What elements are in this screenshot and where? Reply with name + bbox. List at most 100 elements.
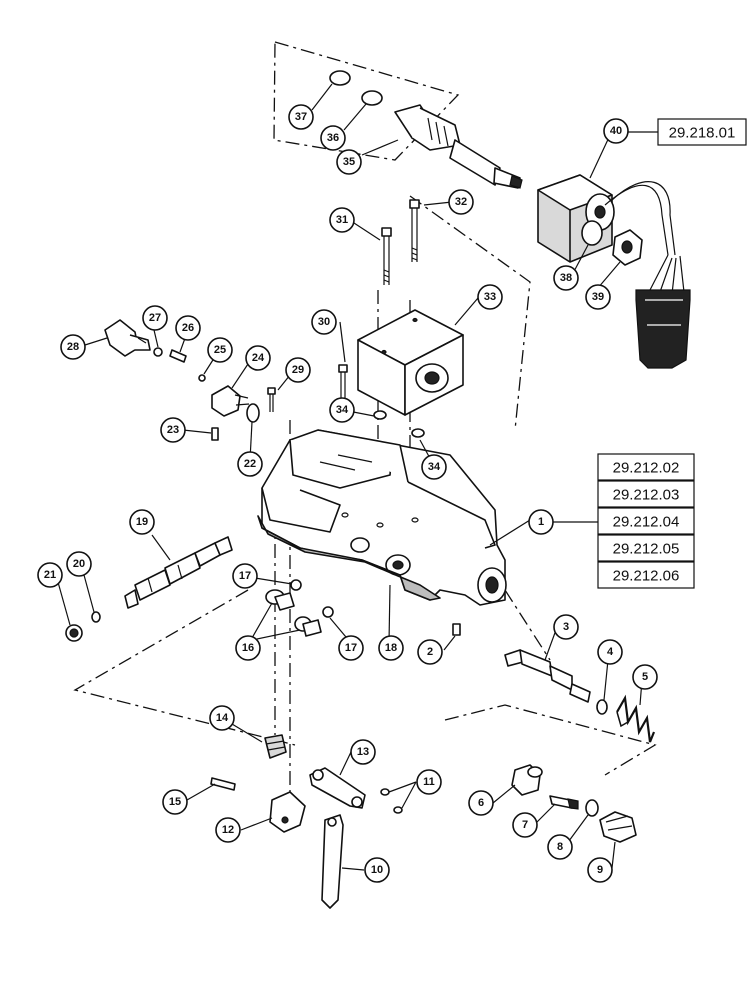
callout-30: 30 — [311, 309, 337, 335]
pin-23 — [211, 427, 219, 441]
callout-11: 11 — [416, 769, 442, 795]
lever-12 — [269, 791, 306, 833]
callout-32: 32 — [448, 189, 474, 215]
cap-21 — [65, 624, 83, 642]
svg-text:32: 32 — [455, 196, 467, 208]
plug-14 — [264, 734, 287, 759]
spool-3 — [504, 649, 591, 703]
svg-text:14: 14 — [216, 712, 229, 724]
plug-9 — [599, 811, 637, 843]
callout-40: 40 — [603, 118, 629, 144]
body-reference-label: 29.212.03 — [613, 487, 680, 504]
callout-7: 7 — [512, 812, 538, 838]
callout-13: 13 — [350, 739, 376, 765]
body-reference-label: 29.212.04 — [613, 514, 680, 531]
svg-text:25: 25 — [214, 344, 226, 356]
callout-27: 27 — [142, 305, 168, 331]
svg-text:27: 27 — [149, 312, 161, 324]
callout-22: 22 — [237, 451, 263, 477]
svg-text:17: 17 — [345, 642, 357, 654]
solenoid-o-ring — [581, 220, 603, 246]
spool-19 — [124, 536, 233, 609]
svg-text:38: 38 — [560, 272, 572, 284]
svg-text:8: 8 — [557, 841, 563, 853]
svg-text:1: 1 — [538, 516, 544, 528]
callout-34-left: 34 — [329, 397, 355, 423]
svg-text:10: 10 — [371, 864, 383, 876]
callout-37: 37 — [288, 104, 314, 130]
plug-16-upper — [265, 589, 295, 611]
callout-1: 1 — [528, 509, 554, 535]
callout-6: 6 — [468, 790, 494, 816]
solenoid-nut — [612, 229, 643, 266]
plug-24 — [211, 385, 250, 417]
washer-4 — [596, 699, 608, 715]
callout-10: 10 — [364, 857, 390, 883]
cartridge-o-ring-small — [361, 90, 383, 106]
valve-cartridge — [394, 104, 523, 189]
svg-text:34: 34 — [428, 461, 441, 473]
svg-text:6: 6 — [478, 797, 484, 809]
bolt-30 — [338, 364, 348, 400]
svg-text:31: 31 — [336, 214, 348, 226]
sleeve-6 — [511, 764, 543, 796]
svg-text:5: 5 — [642, 671, 648, 683]
o-ring-8 — [585, 799, 599, 817]
o-ring-22 — [246, 403, 260, 423]
svg-text:26: 26 — [182, 322, 194, 334]
callout-24: 24 — [245, 345, 271, 371]
svg-text:21: 21 — [44, 569, 56, 581]
pressure-switch — [104, 319, 151, 357]
svg-text:22: 22 — [244, 458, 256, 470]
svg-text:37: 37 — [295, 111, 307, 123]
ball-25 — [198, 374, 206, 382]
callout-18: 18 — [378, 635, 404, 661]
svg-text:7: 7 — [522, 819, 528, 831]
svg-text:35: 35 — [343, 156, 355, 168]
callout-26: 26 — [175, 315, 201, 341]
washer-left — [373, 410, 387, 420]
callout-39: 39 — [585, 284, 611, 310]
bolt-long-left — [381, 227, 392, 285]
plug-16-lower — [294, 616, 322, 637]
callout-29: 29 — [285, 357, 311, 383]
svg-text:12: 12 — [222, 824, 234, 836]
callout-19: 19 — [129, 509, 155, 535]
svg-text:40: 40 — [610, 125, 622, 137]
callout-20: 20 — [66, 551, 92, 577]
valve-body — [261, 429, 507, 606]
pin-7 — [549, 795, 579, 810]
callout-33: 33 — [477, 284, 503, 310]
callout-28: 28 — [60, 334, 86, 360]
link-13 — [309, 767, 366, 809]
callouts: 1 2 3 4 5 6 7 8 9 10 11 12 13 14 15 16 1… — [37, 104, 658, 883]
callout-21: 21 — [37, 562, 63, 588]
pin-15 — [210, 777, 236, 791]
svg-text:33: 33 — [484, 291, 496, 303]
ring-20 — [91, 611, 101, 623]
callout-36: 36 — [320, 125, 346, 151]
callout-31: 31 — [329, 207, 355, 233]
svg-text:28: 28 — [67, 341, 79, 353]
callout-38: 38 — [553, 265, 579, 291]
callout-14: 14 — [209, 705, 235, 731]
callout-3: 3 — [553, 614, 579, 640]
body-reference-label: 29.212.02 — [613, 460, 680, 477]
callout-9: 9 — [587, 857, 613, 883]
svg-text:4: 4 — [607, 646, 614, 658]
solenoid-reference-box: 29.218.01 — [657, 118, 747, 146]
callout-17-lower: 17 — [338, 635, 364, 661]
svg-text:24: 24 — [252, 352, 265, 364]
callout-15: 15 — [162, 789, 188, 815]
callout-35: 35 — [336, 149, 362, 175]
callout-4: 4 — [597, 639, 623, 665]
callout-23: 23 — [160, 417, 186, 443]
bolt-29 — [267, 387, 276, 412]
svg-text:11: 11 — [423, 776, 435, 788]
svg-text:36: 36 — [327, 132, 339, 144]
spring-5 — [616, 694, 656, 743]
cartridge-o-ring-large — [329, 70, 351, 86]
callout-16: 16 — [235, 635, 261, 661]
svg-text:19: 19 — [136, 516, 148, 528]
